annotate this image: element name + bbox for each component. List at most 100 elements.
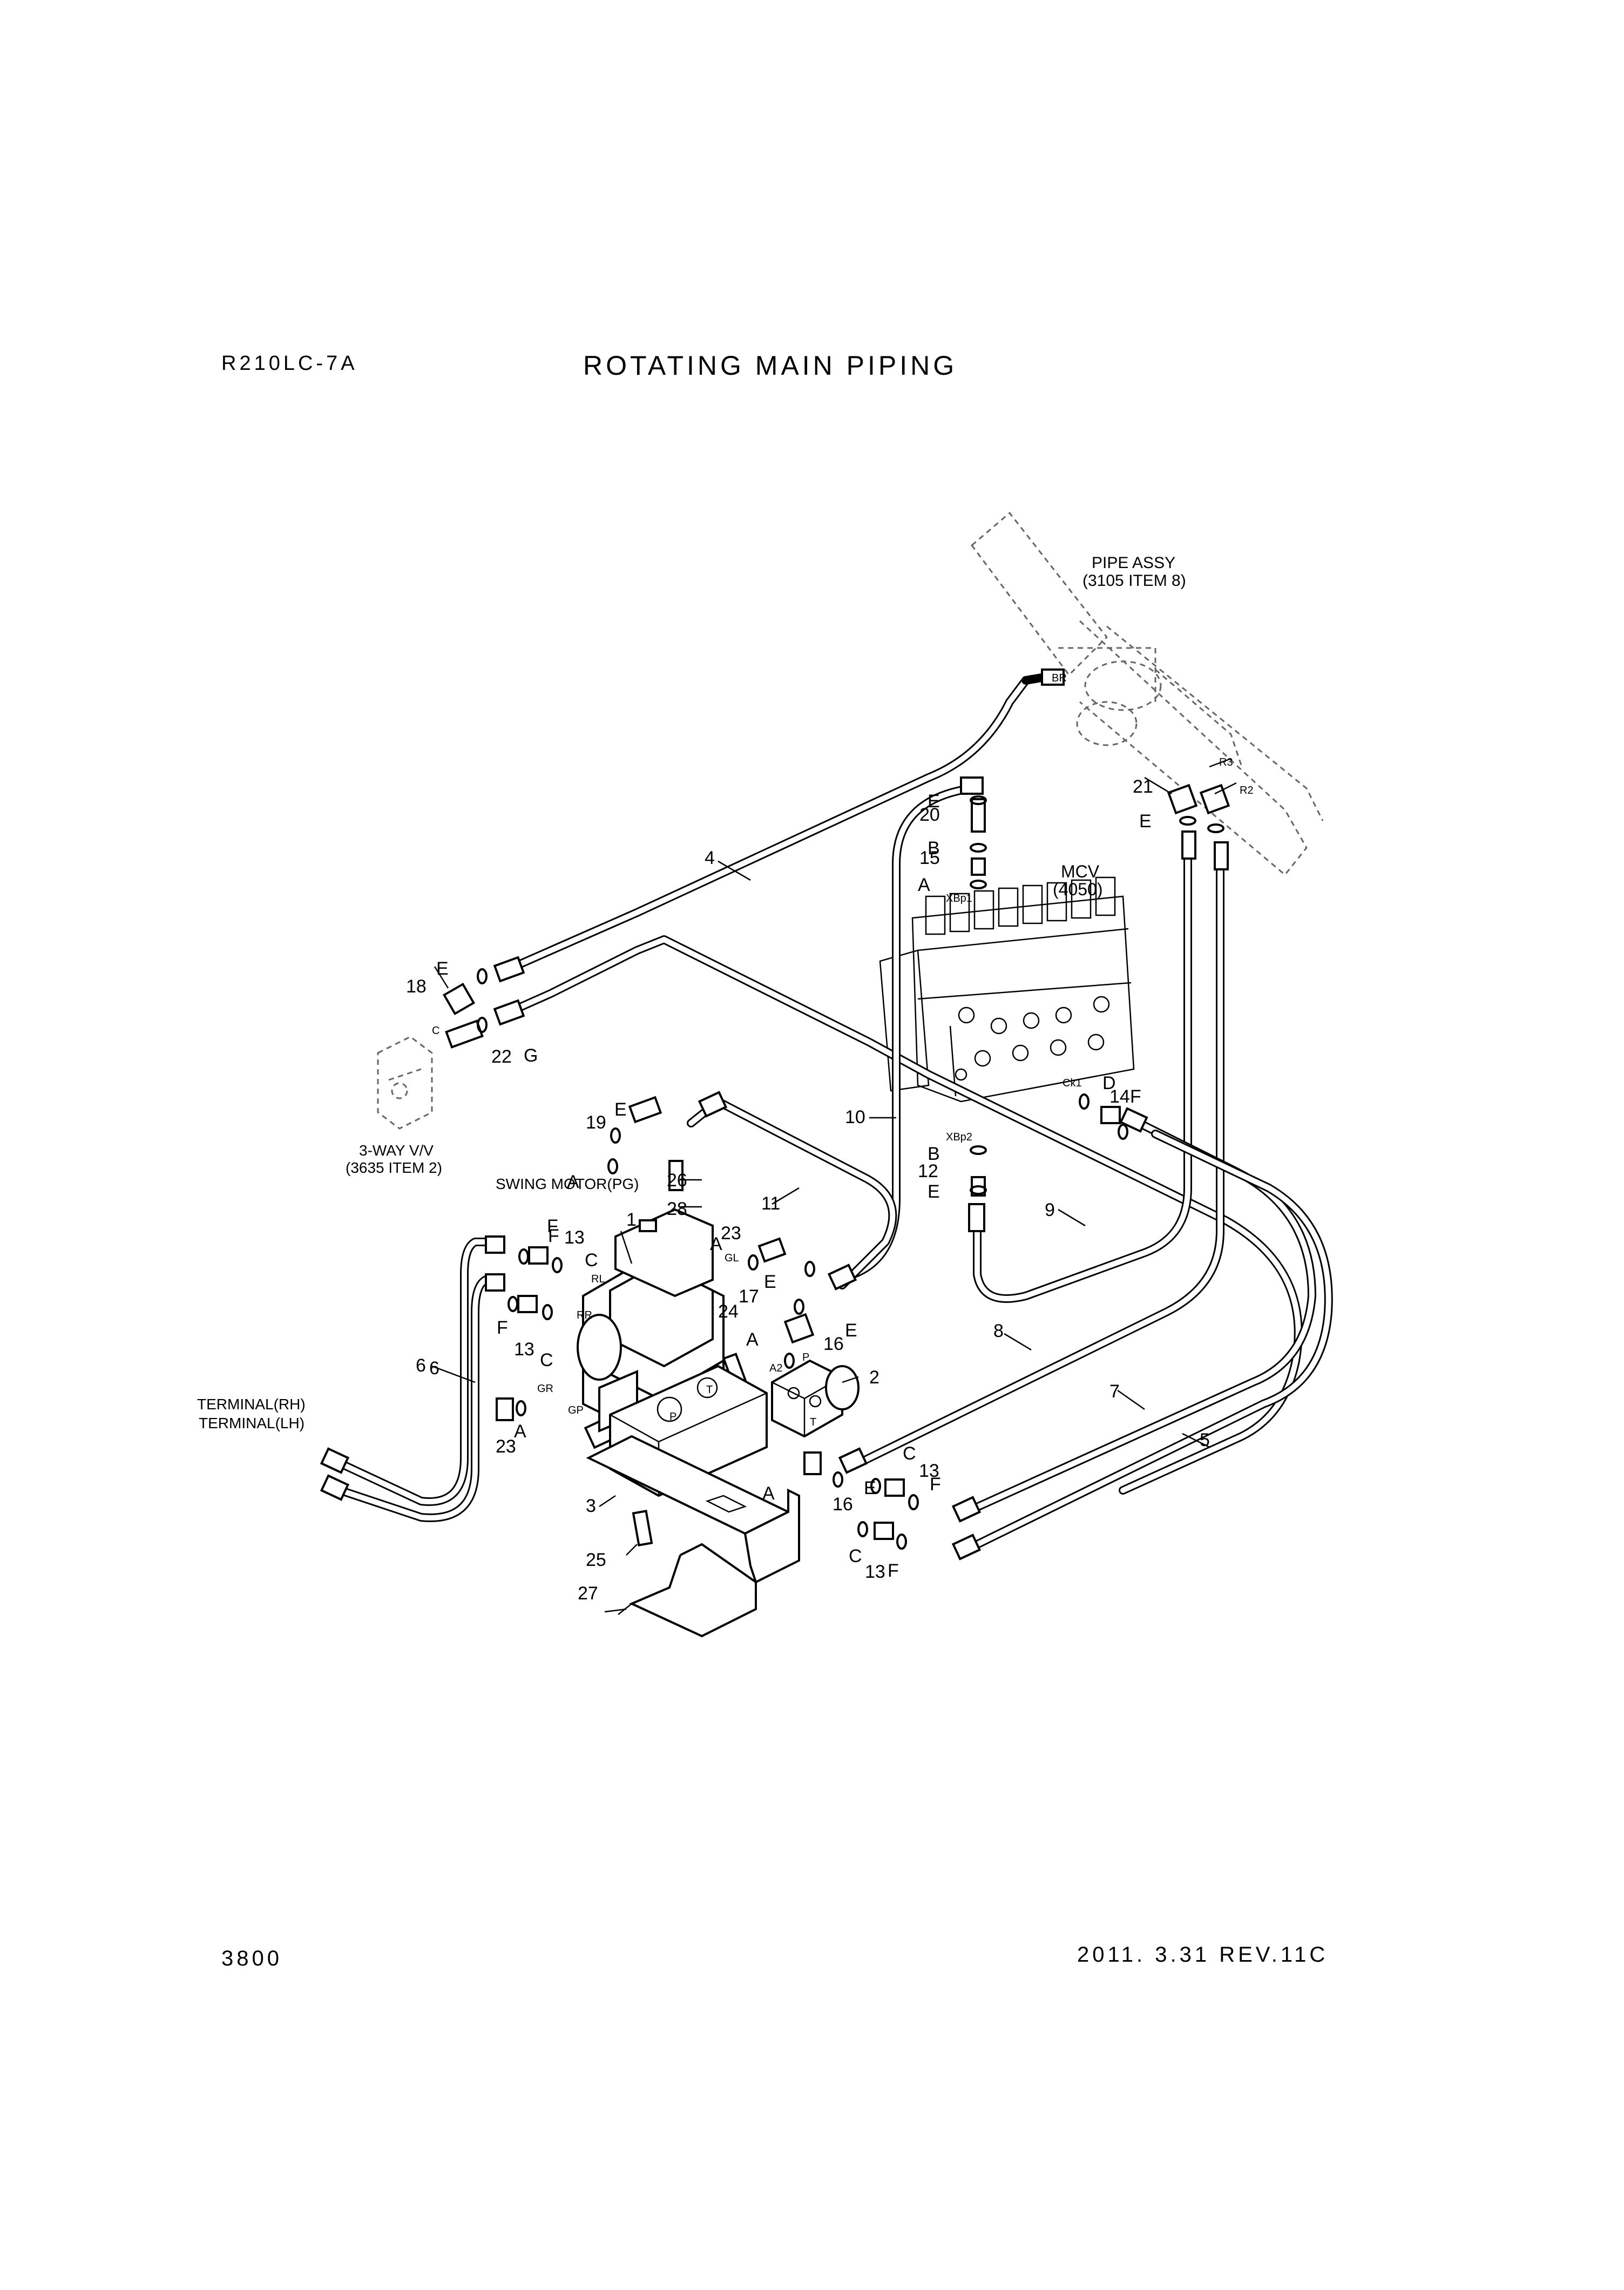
item-number: 20 <box>919 805 940 825</box>
item-number: 17 <box>739 1286 759 1307</box>
terminal-lh-label: TERMINAL(LH) <box>199 1415 304 1431</box>
port-label: GL <box>725 1252 739 1264</box>
item-number: 5 <box>1200 1430 1210 1450</box>
item-number: 26 <box>667 1170 687 1191</box>
item-number: 10 <box>845 1107 865 1127</box>
page-title: ROTATING MAIN PIPING <box>583 350 958 381</box>
seal-letter: E <box>928 1181 940 1202</box>
model-number: R210LC-7A <box>221 352 358 375</box>
port-label: GR <box>537 1383 553 1395</box>
fittings <box>320 668 1229 1561</box>
seal-letter: E <box>845 1320 857 1341</box>
item-number: 23 <box>721 1223 741 1244</box>
port-label: RR <box>577 1309 592 1321</box>
seal-letter: F <box>930 1474 941 1495</box>
seal-letter: A <box>514 1421 526 1442</box>
port-label: BR <box>1052 672 1067 684</box>
port-label: P <box>802 1352 809 1363</box>
item-number: 6 <box>429 1358 439 1379</box>
seal-letter: B <box>928 1144 940 1164</box>
seal-letter: A <box>762 1483 775 1504</box>
item-number: 24 <box>718 1301 739 1322</box>
item-number: 4 <box>705 848 715 868</box>
item-number: 13 <box>564 1227 585 1248</box>
seal-letter: C <box>849 1546 862 1566</box>
item-number: 13 <box>865 1562 885 1582</box>
seal-letter: C <box>585 1250 598 1271</box>
seal-letter: F <box>497 1318 508 1338</box>
leader-lines <box>431 758 1237 1615</box>
mcv-ref: (4050) <box>1053 880 1103 899</box>
seal-letter: A <box>567 1172 579 1192</box>
item-number: 18 <box>406 976 427 997</box>
item-number: 16 <box>823 1334 844 1354</box>
port-label: T <box>810 1416 816 1428</box>
seal-letter: E <box>764 1272 776 1292</box>
seal-letter: A <box>710 1234 722 1254</box>
mcv-ports <box>955 996 1110 1081</box>
item-number: 9 <box>1045 1200 1055 1220</box>
seal-letter: F <box>1130 1086 1141 1107</box>
item-number: 16 <box>833 1494 853 1515</box>
swing-motor-block <box>577 1208 768 1497</box>
item-number: 23 <box>496 1436 516 1457</box>
port-label: T <box>706 1384 713 1396</box>
mcv-label: MCV <box>1061 862 1100 881</box>
item-number: 11 <box>761 1193 780 1214</box>
item-number: 3 <box>586 1496 596 1516</box>
port-label: XBp2 <box>946 1131 972 1143</box>
item-number: 22 <box>491 1046 512 1067</box>
port-label: GP <box>568 1404 584 1416</box>
three-way-valve-ref: (3635 ITEM 2) <box>346 1159 442 1176</box>
seal-letter: F <box>548 1226 559 1246</box>
seal-letter: C <box>903 1443 916 1464</box>
o-rings <box>477 795 1224 1550</box>
swing-motor-label: SWING MOTOR(PG) <box>496 1176 639 1192</box>
seal-letter: E <box>614 1099 627 1120</box>
item-number: 6 <box>416 1355 426 1376</box>
port-label: A2 <box>769 1362 782 1374</box>
pipe-assy-label: PIPE ASSY <box>1092 554 1175 572</box>
revision-date: 2011. 3.31 REV.11C <box>1077 1943 1329 1967</box>
seal-letter: F <box>888 1561 899 1581</box>
callout-labels: PIPE ASSY (3105 ITEM 8) MCV (4050) 3-WAY… <box>197 554 1186 1431</box>
seal-letters: A B C D E F G A A A A A B C C C E E E E … <box>436 791 1152 1581</box>
item-number: 25 <box>586 1550 606 1570</box>
item-number: 1 <box>626 1210 637 1230</box>
item-number: 2 <box>869 1367 879 1388</box>
pipe-assy-ref: (3105 ITEM 8) <box>1082 572 1186 590</box>
seal-letter: G <box>524 1045 538 1066</box>
seal-letter: D <box>1102 1073 1116 1093</box>
page-number: 3800 <box>221 1947 282 1970</box>
seal-letter: E <box>864 1478 876 1498</box>
port-label: RL <box>591 1273 605 1285</box>
item-number: 14 <box>1109 1086 1130 1107</box>
item-number: 12 <box>918 1161 938 1181</box>
item-number: 13 <box>919 1461 939 1481</box>
ghost-pipe-assy <box>970 511 1324 876</box>
item-number: 21 <box>1133 776 1153 797</box>
pipes <box>336 671 1333 1554</box>
seal-letter: E <box>436 958 449 979</box>
seal-letter: A <box>746 1329 759 1350</box>
item-number: 15 <box>919 848 940 868</box>
item-number: 13 <box>514 1339 534 1360</box>
port-label: R2 <box>1240 785 1254 796</box>
bracket-item-3 <box>586 1435 800 1638</box>
seal-letter: E <box>928 791 940 812</box>
port-labels: BR R3 R2 XBp1 XBp2 Ck1 C RL RR GL GR GP … <box>432 672 1254 1428</box>
small-components <box>442 783 1230 1546</box>
item-number: 27 <box>578 1583 598 1604</box>
port-label: C <box>432 1025 439 1037</box>
port-label: P <box>669 1411 676 1423</box>
mcv-spools <box>925 876 1116 935</box>
item-number: 19 <box>586 1112 606 1133</box>
port-label: Ck1 <box>1063 1077 1082 1089</box>
item-numbers-repeat: 13 13 13 16 23 6 <box>429 1339 939 1582</box>
item-number: 8 <box>993 1321 1004 1341</box>
three-way-valve-label: 3-WAY V/V <box>359 1142 434 1159</box>
item-numbers: 1 2 3 4 5 6 7 8 9 10 11 12 13 14 15 16 1… <box>406 776 1210 1604</box>
seal-letter: C <box>540 1350 553 1370</box>
